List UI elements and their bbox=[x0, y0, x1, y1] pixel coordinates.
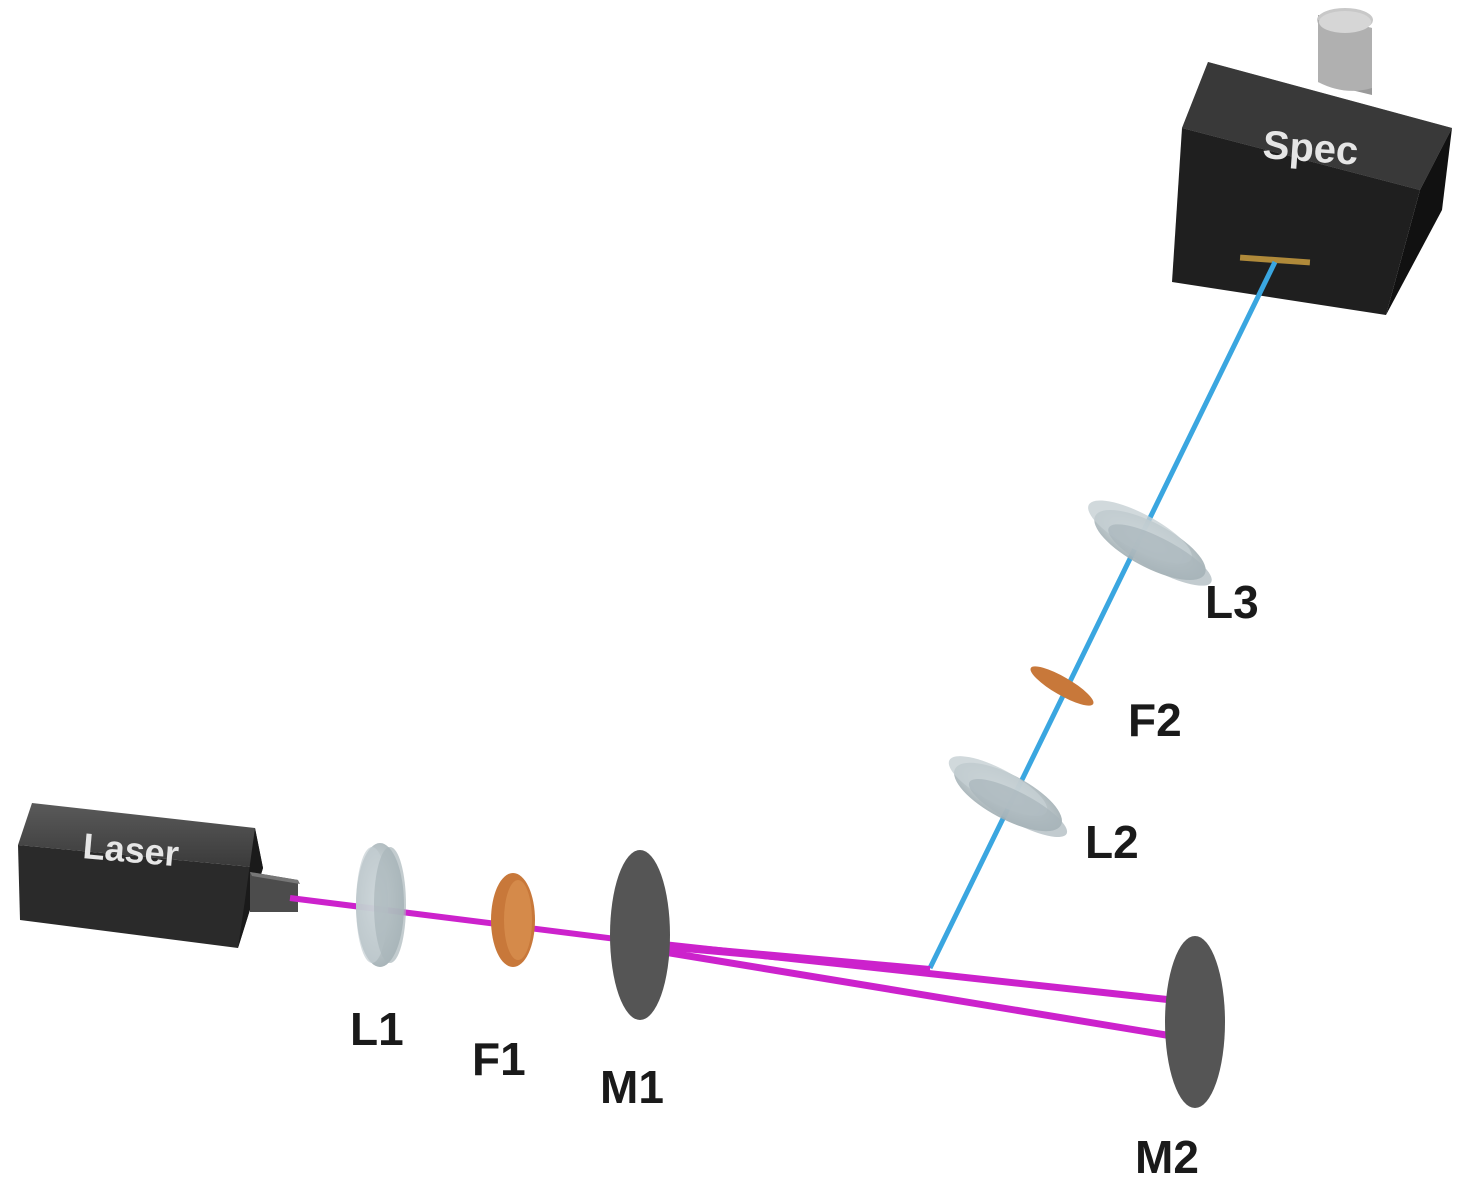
laser: Laser bbox=[18, 803, 300, 948]
lens-l3 bbox=[1088, 500, 1212, 586]
spectrometer-front-face bbox=[1172, 128, 1420, 315]
spectrometer-port bbox=[1317, 8, 1373, 95]
label-f1: F1 bbox=[472, 1033, 526, 1085]
spectrometer: Spec bbox=[1172, 8, 1452, 315]
filter-f2 bbox=[1030, 666, 1094, 706]
collected-beam bbox=[927, 260, 1278, 970]
label-m2: M2 bbox=[1135, 1131, 1199, 1183]
lens-l2 bbox=[948, 756, 1068, 838]
laser-label: Laser bbox=[81, 825, 180, 874]
spectrometer-label: Spec bbox=[1261, 123, 1359, 174]
label-l1: L1 bbox=[350, 1003, 404, 1055]
laser-nozzle bbox=[250, 872, 298, 912]
label-l2: L2 bbox=[1085, 816, 1139, 868]
excitation-beam bbox=[289, 895, 1173, 1040]
spectrometer-slit bbox=[1239, 254, 1311, 266]
lens-l1 bbox=[356, 843, 406, 967]
laser-top-face bbox=[18, 803, 263, 868]
label-f2: F2 bbox=[1128, 694, 1182, 746]
label-l3: L3 bbox=[1205, 576, 1259, 628]
mirror-m1 bbox=[610, 850, 670, 1020]
laser-front-face bbox=[18, 845, 263, 948]
filter-f1 bbox=[491, 873, 535, 967]
label-m1: M1 bbox=[600, 1061, 664, 1113]
spectrometer-right-face bbox=[1386, 128, 1452, 315]
mirror-m2 bbox=[1165, 936, 1225, 1108]
